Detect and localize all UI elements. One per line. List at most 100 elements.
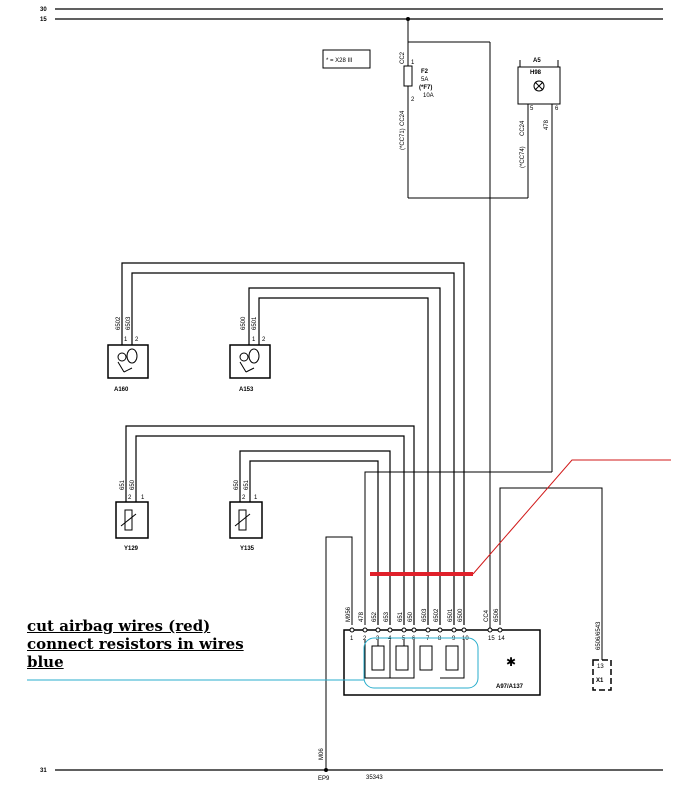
- fuse-pin2: 2: [411, 97, 415, 103]
- ecu-pin-number: 8: [438, 636, 442, 642]
- ecu-wire-label: 6502: [434, 608, 440, 622]
- a153-airbag-icon: [239, 348, 260, 373]
- fuse-pin1: 1: [411, 60, 415, 66]
- annotation-line-1: cut airbag wires (red): [27, 617, 211, 635]
- x1-label: X1: [596, 678, 604, 684]
- y129-wire1: 651: [120, 479, 126, 490]
- y135-wiring: [239, 450, 391, 625]
- ecu-wire-label: 6501: [448, 608, 454, 622]
- y135-label: Y135: [240, 546, 255, 552]
- ecu-wire-label: 652: [372, 611, 378, 622]
- ecu-pin-number: 2: [363, 636, 367, 642]
- ecu-wire-label: 6500: [458, 608, 464, 622]
- ecu-pin-dot: [497, 627, 503, 633]
- a153-wiring: [248, 287, 441, 625]
- ecu-wire-label: 6506: [494, 608, 500, 622]
- y135-wire1: 650: [234, 479, 240, 490]
- a160-label: A160: [114, 387, 129, 393]
- rail-label-30: 30: [40, 7, 47, 13]
- ecu-pin-dot: [401, 627, 407, 633]
- ecu-pin-dot: [362, 627, 368, 633]
- y135-coil-icon: [234, 509, 251, 531]
- a160-wire1: 6502: [116, 316, 122, 330]
- fuse-rating-a: 5A: [421, 77, 428, 83]
- ecu-wire-label: M956: [346, 606, 352, 622]
- x1-box: [592, 659, 612, 691]
- rail-label-15: 15: [40, 17, 47, 23]
- fuse-alt-name: (*F7): [419, 85, 432, 91]
- ecu-pin-number: 6: [412, 636, 416, 642]
- ecu-pin-number: 7: [426, 636, 430, 642]
- fuse-connector-label: CC2: [400, 51, 406, 64]
- ecu-wire-label: CC4: [484, 609, 490, 622]
- ecu-pin-dot: [425, 627, 431, 633]
- fuse-wiring: [403, 19, 553, 640]
- fuse-name: F2: [421, 69, 429, 75]
- ecu-pin-dot: [487, 627, 493, 633]
- ecu-box: [343, 629, 541, 696]
- ecu-pin-number: 10: [462, 636, 469, 642]
- note-text: * = X28 III: [326, 58, 353, 64]
- annotation-text: cut airbag wires (red) connect resistors…: [27, 617, 244, 671]
- ecu-pin-dot: [387, 627, 393, 633]
- ecu-pin-number: 14: [498, 636, 505, 642]
- fuse-wire: CC24: [400, 110, 406, 126]
- y135-pin1: 2: [242, 495, 246, 501]
- rail-label-31: 31: [40, 768, 47, 774]
- a160-pin1: 1: [124, 337, 128, 343]
- a160-wiring: [121, 262, 465, 625]
- y129-coil-icon: [120, 509, 137, 531]
- ecu-pin-number: 9: [452, 636, 456, 642]
- y129-pin2: 1: [141, 495, 145, 501]
- ecu-wire-label: 653: [384, 611, 390, 622]
- ecu-resistors: [364, 640, 465, 679]
- a160-pin2: 2: [135, 337, 139, 343]
- y129-wiring: [125, 425, 415, 625]
- ecu-pin-number: 5: [402, 636, 406, 642]
- ecu-label: A97/A137: [496, 684, 524, 690]
- lamp-pin-right: 6: [555, 106, 559, 112]
- drawing-code: 35343: [366, 775, 383, 781]
- ecu-pin-dot: [461, 627, 467, 633]
- ground-wire: M06: [319, 748, 325, 760]
- ecu-transistor-icon: ✱: [506, 655, 516, 669]
- ecu-pin-number: 15: [488, 636, 495, 642]
- a153-label: A153: [239, 387, 254, 393]
- resistor-loop-highlight: [363, 637, 479, 689]
- y129-pin1: 2: [128, 495, 132, 501]
- y129-label: Y129: [124, 546, 139, 552]
- annotation-line-2: connect resistors in wires: [27, 635, 244, 653]
- ecu-wire-label: 6503: [422, 608, 428, 622]
- ground-label: EP9: [318, 776, 330, 782]
- a153-wire1: 6500: [241, 316, 247, 330]
- lamp-pin-left: 5: [530, 106, 534, 112]
- y135-pin2: 1: [254, 495, 258, 501]
- ecu-pin-number: 3: [376, 636, 380, 642]
- a153-pin2: 2: [262, 337, 266, 343]
- ecu-pin-dot: [411, 627, 417, 633]
- y135-wire2: 651: [244, 479, 250, 490]
- x1-pin: 13: [597, 664, 604, 670]
- ecu-pin-dot: [437, 627, 443, 633]
- a153-box: [229, 344, 271, 379]
- x1-wire: 6506/6543: [596, 621, 602, 650]
- a153-wire2: 6501: [252, 316, 258, 330]
- ecu-other-wiring: [325, 471, 603, 770]
- note-box: [322, 49, 371, 69]
- lamp-wire-left: CC24: [520, 120, 526, 136]
- annotation-red-line: [472, 459, 671, 575]
- y129-wire2: 650: [130, 479, 136, 490]
- lamp-icon: [533, 80, 545, 92]
- a160-wire2: 6503: [126, 316, 132, 330]
- annotation-line-3: blue: [27, 653, 64, 671]
- lamp-wire-right: 478: [544, 119, 550, 130]
- ecu-pin-dot: [451, 627, 457, 633]
- fuse-wire-alt: (*CC71): [400, 128, 406, 150]
- a160-airbag-icon: [117, 348, 138, 373]
- lamp-block-label: A5: [533, 58, 541, 64]
- ecu-wire-label: 651: [398, 611, 404, 622]
- ecu-pin-number: 4: [388, 636, 392, 642]
- a160-box: [107, 344, 149, 379]
